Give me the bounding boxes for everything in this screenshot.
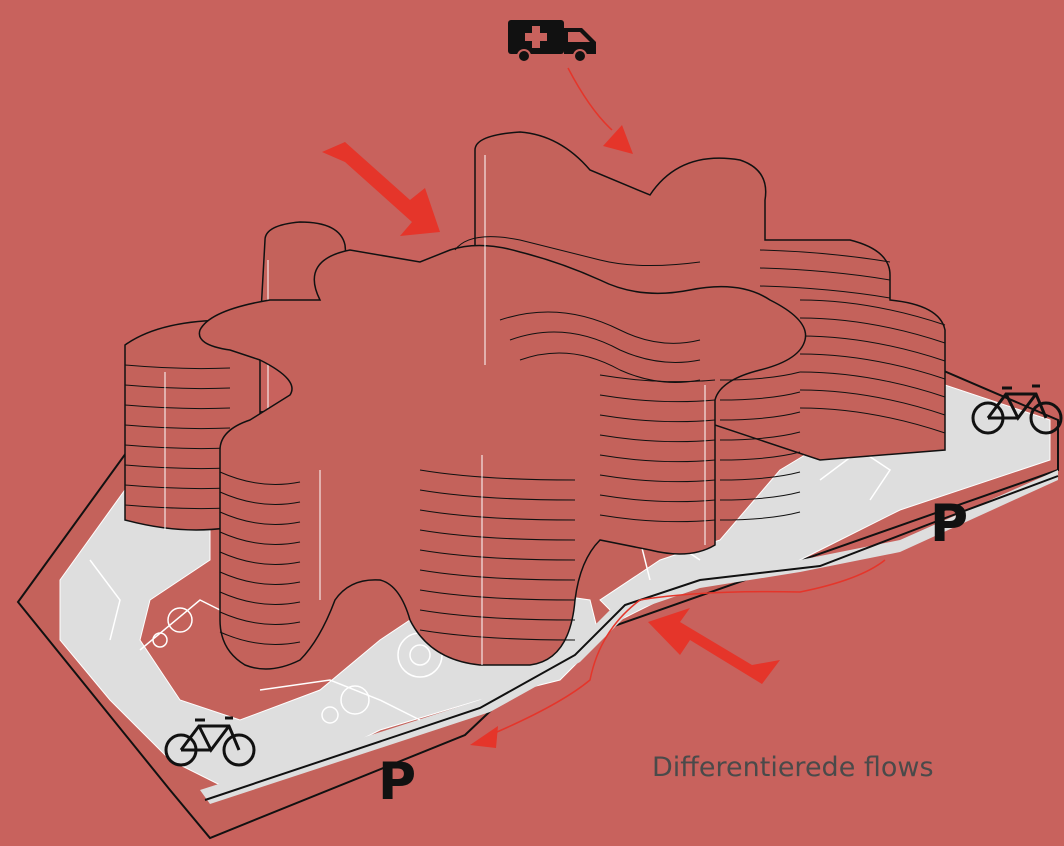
bicycle-icon [971, 384, 1063, 435]
floor-lines-front [219, 155, 801, 665]
road-outline [204, 475, 1059, 801]
parking-label-right: P [930, 494, 969, 554]
building [124, 131, 946, 670]
ambulance-flow-line [567, 67, 613, 131]
roof-contours [454, 236, 701, 383]
entrance-arrow-bottom [648, 608, 780, 684]
bicycle-icon-left [164, 716, 256, 767]
flow-arrows [322, 67, 886, 748]
caption: Differentierede flows [652, 752, 934, 783]
building-wing-left [124, 221, 351, 531]
parking-label-bottom: P [378, 752, 417, 812]
building-main [198, 244, 807, 670]
ambulance-flow-head [603, 125, 633, 154]
entrance-arrow-top [322, 142, 440, 236]
vehicle-flow-head [470, 726, 498, 748]
ambulance-icon [508, 20, 596, 63]
vehicle-flow-line [489, 559, 886, 736]
road-bottom [200, 470, 1058, 804]
floor-lines-right [759, 249, 946, 434]
